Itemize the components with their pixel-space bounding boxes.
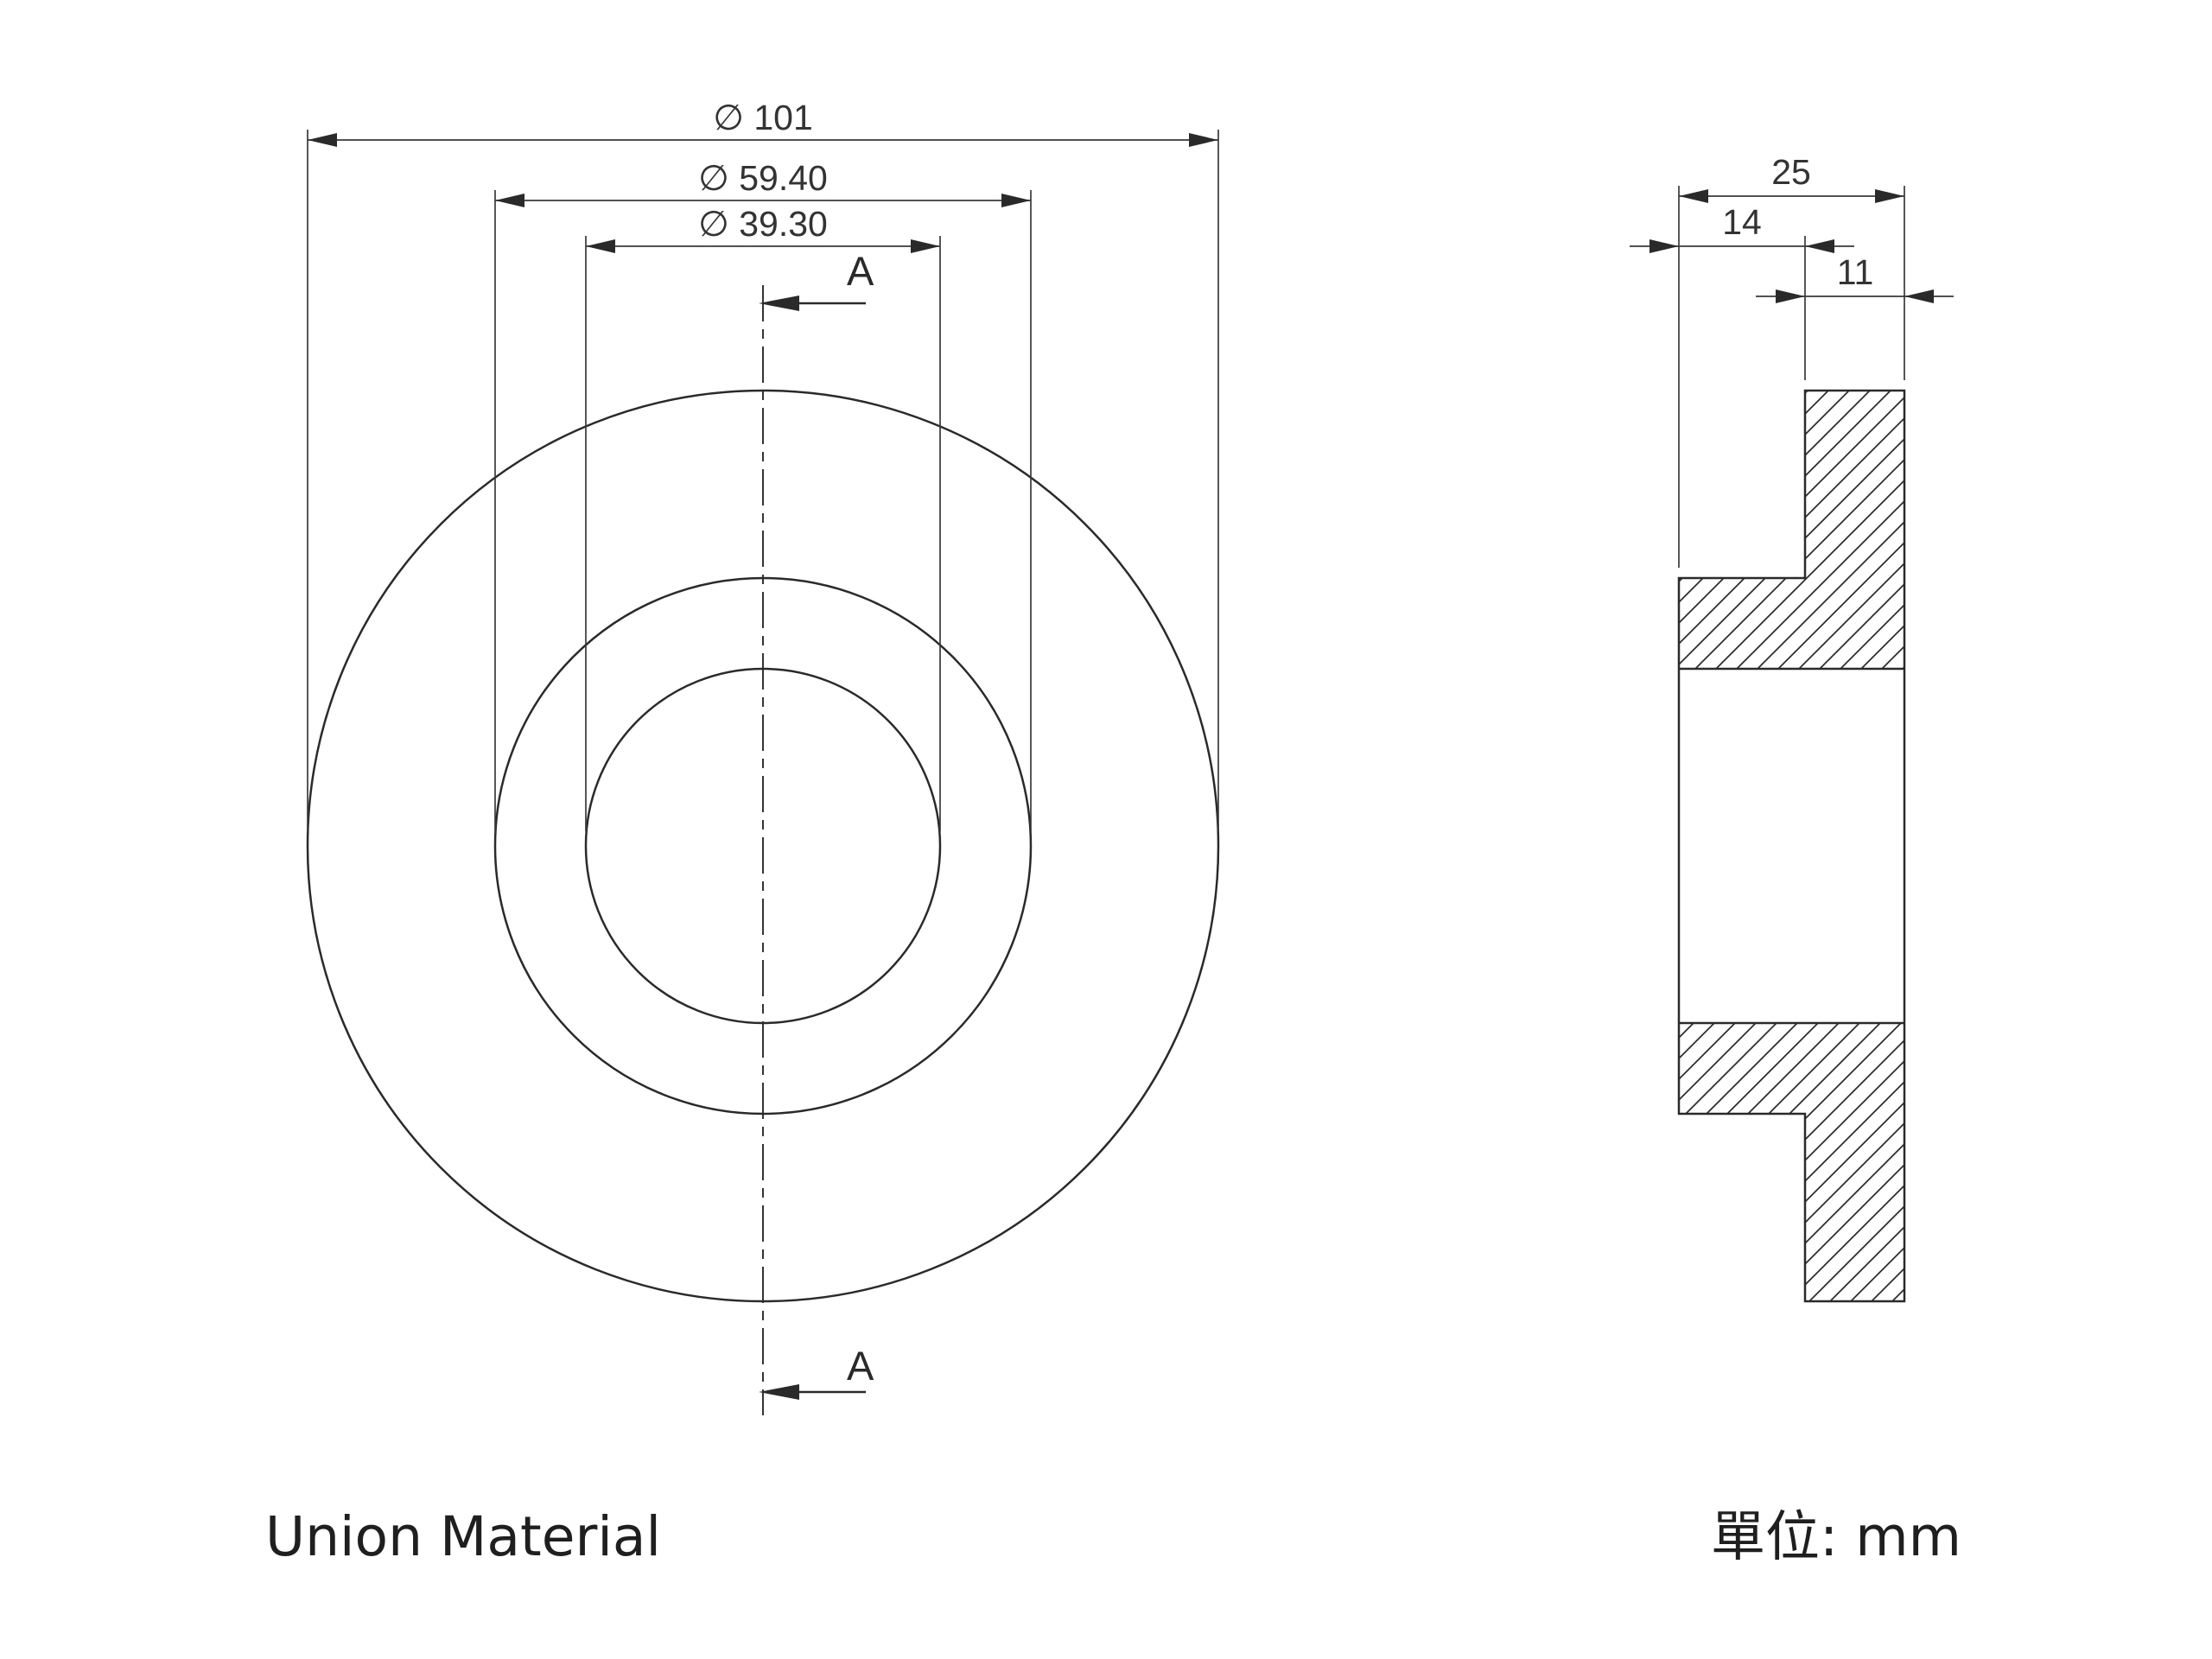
dim-middle-diameter-label: ∅ 59.40 (698, 158, 828, 198)
section-arrowhead-top-icon (759, 296, 799, 311)
dim-outer-diameter-label: ∅ 101 (713, 98, 813, 137)
dim-hub-depth: 14 (1630, 202, 1854, 253)
arrowhead-icon (1189, 133, 1218, 147)
arrowhead-icon (495, 194, 524, 207)
section-arrow-top: A (759, 248, 874, 311)
units-label: 單位: mm (1711, 1505, 1961, 1568)
hatch-bottom (1679, 1023, 1904, 1301)
arrowhead-icon (1875, 189, 1904, 203)
arrowhead-icon (1001, 194, 1031, 207)
arrowhead-icon (308, 133, 337, 147)
section-label-top: A (847, 248, 874, 294)
section-profile (1677, 389, 1906, 1303)
arrowhead-icon (1679, 189, 1708, 203)
dim-middle-diameter: ∅ 59.40 (494, 158, 1032, 831)
dim-total-thickness: 25 (1679, 152, 1904, 203)
arrowhead-icon (1904, 289, 1934, 303)
arrowhead-icon (1649, 239, 1679, 253)
dim-inner-diameter: ∅ 39.30 (585, 204, 941, 831)
dim-flange-thickness-label: 11 (1837, 252, 1874, 292)
dim-hub-depth-label: 14 (1722, 202, 1762, 242)
material-label: Union Material (265, 1505, 661, 1568)
arrowhead-icon (911, 239, 940, 253)
hatch-top (1679, 391, 1904, 669)
section-arrowhead-bottom-icon (759, 1384, 799, 1400)
dim-total-thickness-label: 25 (1771, 152, 1811, 192)
arrowhead-icon (1776, 289, 1805, 303)
dim-inner-diameter-label: ∅ 39.30 (698, 204, 828, 244)
front-view: A A ∅ 101 ∅ 59.40 (306, 98, 1220, 1415)
arrowhead-icon (586, 239, 615, 253)
dim-flange-thickness: 11 (1756, 252, 1954, 303)
arrowhead-icon (1805, 239, 1834, 253)
section-arrow-bottom: A (759, 1343, 874, 1400)
side-view: 25 14 11 (1630, 152, 1954, 1303)
dim-outer-diameter: ∅ 101 (307, 98, 1219, 831)
section-label-bottom: A (847, 1343, 874, 1389)
